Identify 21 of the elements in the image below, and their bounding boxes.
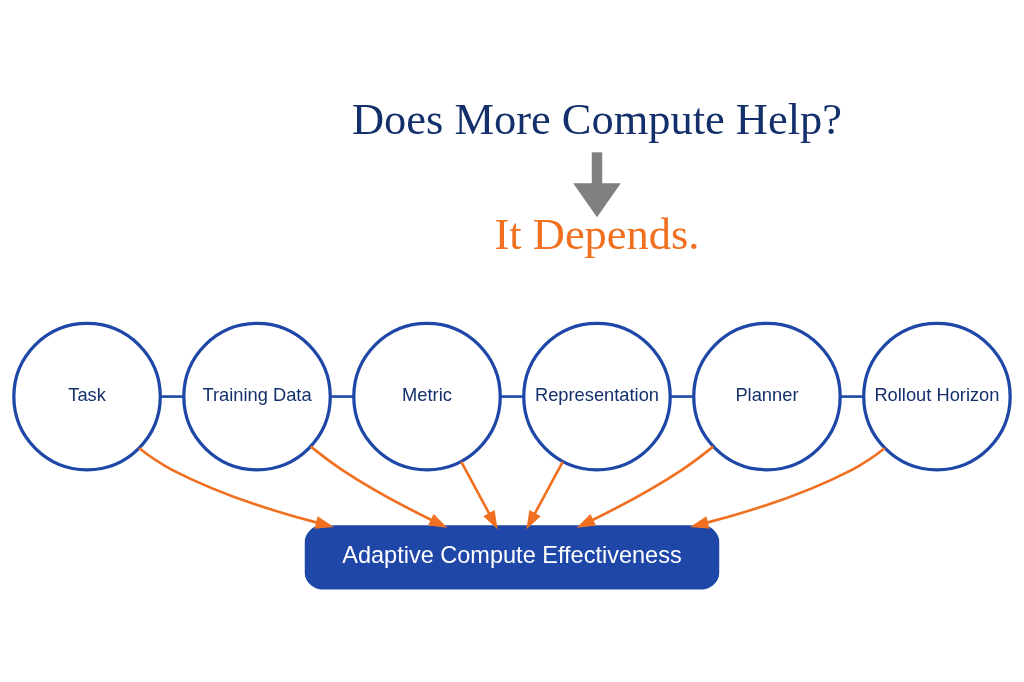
node-text: It Depends. xyxy=(494,209,700,260)
connector xyxy=(160,395,184,398)
node-circle: Planner xyxy=(692,321,842,472)
arrow xyxy=(138,447,334,529)
node-circle: Metric xyxy=(352,321,502,472)
arrow xyxy=(690,447,886,529)
connector xyxy=(330,395,354,398)
arrow xyxy=(526,461,564,530)
connector xyxy=(840,395,864,398)
node-circle: Training Data xyxy=(182,321,332,472)
arrow xyxy=(310,445,448,528)
node-circle: Task xyxy=(12,321,162,472)
arrow xyxy=(460,461,498,530)
connector xyxy=(500,395,524,398)
node-box: Adaptive Compute Effectiveness xyxy=(304,525,720,590)
arrow xyxy=(573,152,621,218)
node-circle: Rollout Horizon xyxy=(862,321,1012,472)
connector xyxy=(670,395,694,398)
node-circle: Representation xyxy=(522,321,672,472)
arrow xyxy=(576,445,714,528)
node-text: Does More Compute Help? xyxy=(352,94,842,145)
